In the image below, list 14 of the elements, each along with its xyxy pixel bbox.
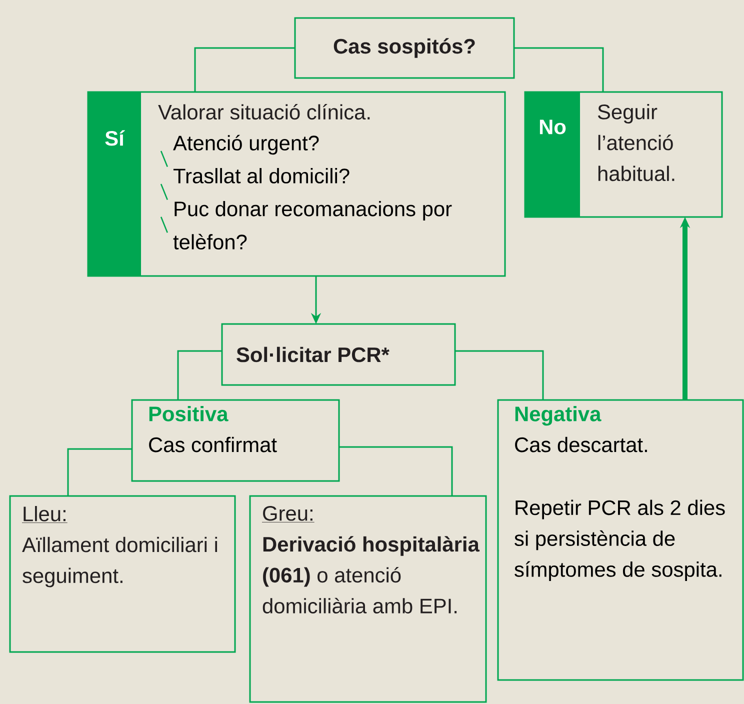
outcome-box: Greu: Derivació hospitalària (061) o atenció domiciliària amb EPI. bbox=[249, 495, 487, 703]
action-box: Sol·licitar PCR* bbox=[221, 323, 456, 386]
result-box: Positiva Cas confirmat bbox=[131, 399, 340, 482]
connector-line bbox=[455, 350, 544, 400]
connector-line bbox=[514, 47, 604, 92]
connector-line bbox=[67, 448, 132, 496]
option-box: Valorar situació clínica. Atenció urgent? Trasllat al domicili? Puc donar recomanacions por telèfon? Sí bbox=[87, 91, 506, 277]
connector-line bbox=[339, 446, 453, 496]
result-box: Negativa Cas descartat. Repetir PCR als 2 dies si persistència de símptomes de sospita. bbox=[497, 399, 744, 681]
connector-line bbox=[194, 47, 295, 92]
outcome-box: Lleu: Aïllament domiciliari i seguiment. bbox=[9, 495, 236, 653]
connector-line bbox=[177, 350, 222, 400]
option-box: Seguir l’atenció habitual. No bbox=[524, 91, 723, 218]
question-box: Cas sospitós? bbox=[294, 17, 515, 79]
